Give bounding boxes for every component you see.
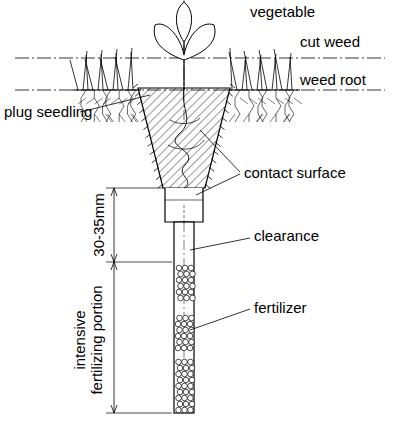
part-label: weed root — [300, 72, 366, 89]
dimension-label: 30-35mm — [91, 180, 108, 270]
part-label: cut weed — [300, 34, 360, 51]
part-label: plug seedling — [4, 104, 92, 121]
part-label: clearance — [254, 228, 319, 245]
dimension-label: intensive fertilizing portion — [72, 283, 105, 398]
part-label: contact surface — [244, 165, 346, 182]
part-label: vegetable — [250, 4, 315, 21]
part-label: fertilizer — [254, 300, 307, 317]
